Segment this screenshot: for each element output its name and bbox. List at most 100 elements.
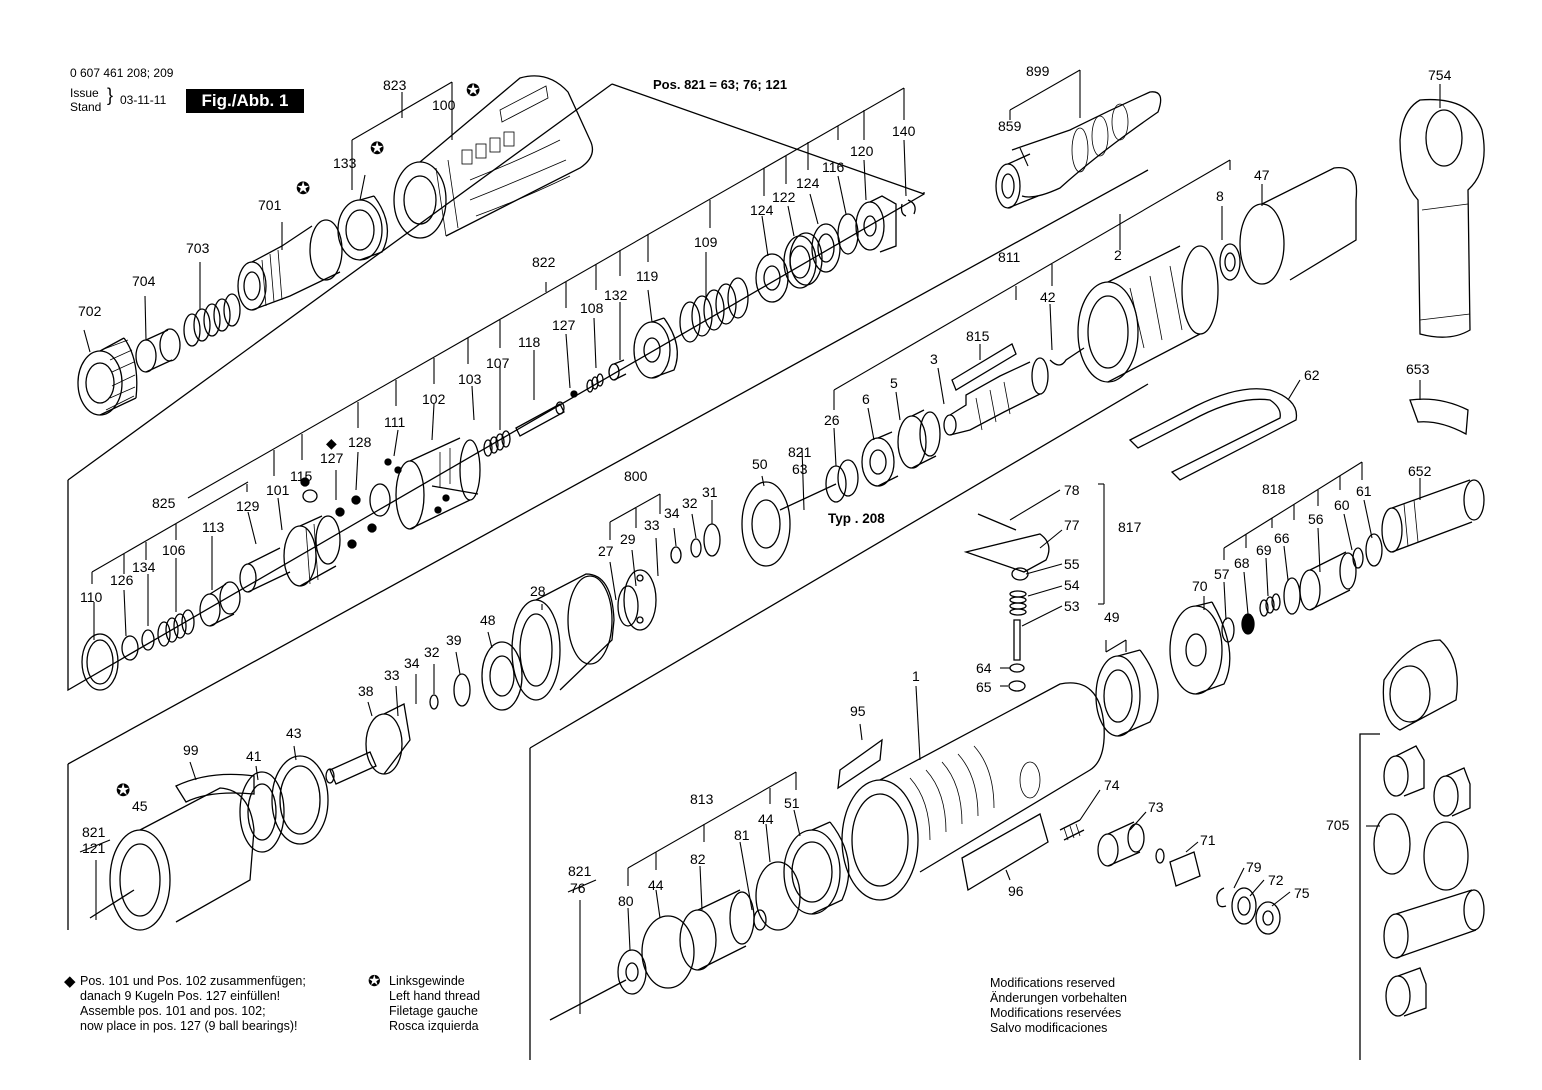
endplate-5 [897,409,941,469]
part-label: 119 [636,268,659,284]
o-ring-66 [1283,577,1301,615]
part-label: 68 [1234,555,1250,571]
spacer-42 [1049,347,1085,366]
bushing-132 [608,359,627,381]
assembly-note: Pos. 101 und Pos. 102 zusammenfügen; dan… [80,974,306,1034]
part-label: 38 [358,683,374,699]
washer-124b [811,223,841,273]
part-label: 705 [1326,817,1350,833]
part-label: 115 [290,468,313,484]
gear-31 [690,523,721,558]
part-label: 110 [80,589,103,605]
part-label: 899 [1026,63,1050,79]
part-label: 102 [422,391,446,407]
part-label: 124 [750,202,774,218]
nut-72 [1231,887,1257,925]
seal-68 [1241,613,1255,635]
part-label: 33 [384,667,400,683]
part-label: 1 [912,668,920,684]
part-label: 821 [788,444,812,460]
ring-115 [302,489,318,503]
plate-95 [837,738,883,790]
thread-ring-51 [783,821,850,915]
carrier-27 [617,569,657,631]
part-label: 57 [1214,566,1230,582]
handle-754 [1399,98,1485,338]
hose-899 [1011,91,1162,198]
washer-70 [1169,601,1231,695]
part-label: 8 [1216,188,1224,204]
part-label: 652 [1408,463,1432,479]
assembly-note-line: Pos. 101 und Pos. 102 zusammenfügen; [80,974,306,988]
nipple-652 [1381,479,1485,553]
part-label: 140 [892,123,916,139]
part-label: 821 [82,824,106,840]
part-label: 28 [530,583,546,599]
part-label: 817 [1118,519,1142,535]
part-label: 702 [78,303,102,319]
pin-71 [1155,848,1201,887]
ring-110 [81,633,119,691]
ring-116 [837,213,859,255]
spring-106 [157,609,195,647]
part-label: 818 [1262,481,1286,497]
part-label: 50 [752,456,768,472]
o-ring-44 [755,861,801,931]
lever-77 [963,513,1050,573]
part-label: 45 [132,798,148,814]
o-ring-705d [1373,813,1411,875]
part-label: 69 [1256,542,1272,558]
part-label: 821 [568,863,592,879]
part-label: 99 [183,742,199,758]
ball-127b [570,390,578,398]
part-label: 103 [458,371,482,387]
o-ring-64 [1009,663,1025,673]
washer-75 [1255,901,1281,935]
bearing-6 [861,431,899,487]
valve-73 [1097,821,1145,867]
bearing-8 [1219,243,1241,281]
balls-127 [300,458,450,549]
part-label: 80 [618,893,634,909]
part-label: 43 [286,725,302,741]
o-ring-44b [641,915,695,989]
diamond-icon: ◆ [326,435,337,451]
circlip-79 [1216,887,1227,908]
ring-133 [337,195,389,261]
o-ring-60 [1352,547,1364,569]
plug-74 [1059,819,1085,841]
modifications-note-line: Salvo modificaciones [990,1021,1108,1035]
o-ring-61 [1365,533,1383,567]
part-label: 132 [604,287,628,303]
pin-53 [1013,619,1021,661]
part-label: 77 [1064,517,1080,533]
spindle-102 [369,437,481,530]
diamond-icon: ◆ [64,973,76,990]
part-label: 27 [598,543,614,559]
part-label: 62 [1304,367,1320,383]
bushing-705a [1382,639,1458,731]
part-label: 127 [552,317,576,333]
pin-118 [515,401,565,437]
sleeve-113 [199,581,241,627]
part-label: 29 [620,531,636,547]
part-label: 33 [644,517,660,533]
part-label: 121 [82,840,106,856]
part-label: 108 [580,300,604,316]
document-number: 0 607 461 208; 209 [70,66,174,80]
part-label: 76 [570,880,586,896]
part-label: 823 [383,77,407,93]
part-label: 813 [690,791,714,807]
part-label: 66 [1274,530,1290,546]
part-label: 754 [1428,67,1452,83]
spring-69 [1259,593,1281,617]
part-label: 72 [1268,872,1284,888]
spring-108 [586,373,604,393]
circlip-140 [900,199,916,217]
part-label: 113 [202,519,225,535]
housing-45 [89,787,255,931]
section-frame-bottom [67,169,1149,1060]
part-label: 815 [966,328,990,344]
strike-marks [79,839,597,893]
assembly-note-line: Assemble pos. 101 and pos. 102; [80,1004,266,1018]
